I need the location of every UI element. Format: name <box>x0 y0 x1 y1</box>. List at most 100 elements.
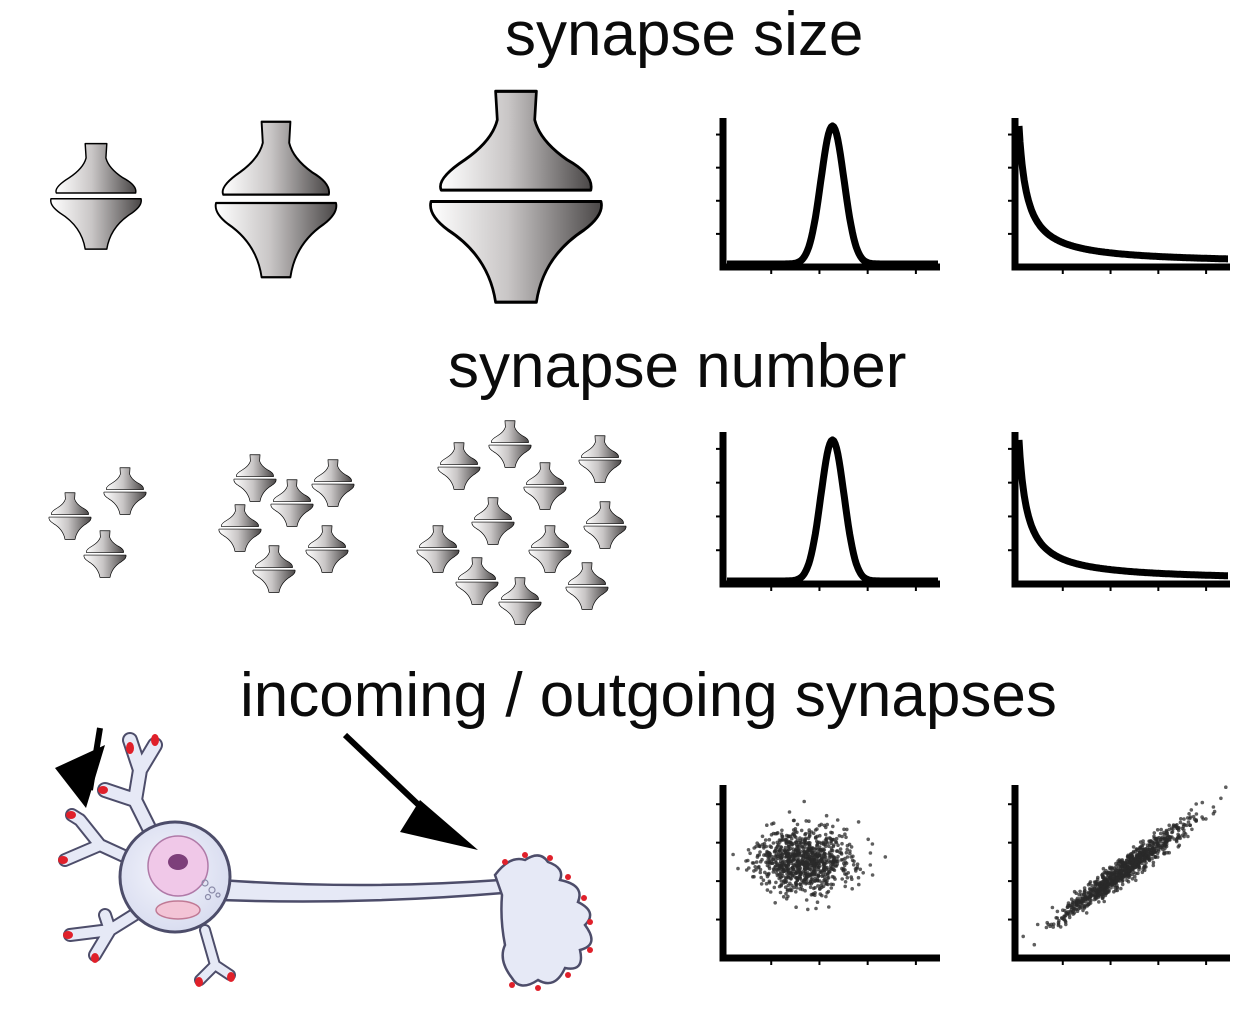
scatter-point <box>1143 865 1147 869</box>
scatter-point <box>846 871 850 875</box>
scatter-point <box>840 841 844 846</box>
synapse-icon <box>218 504 262 552</box>
scatter-point <box>775 831 779 836</box>
scatter-point <box>814 846 818 850</box>
scatter-point <box>1102 899 1106 904</box>
scatter-point <box>759 882 764 886</box>
scatter-point <box>1094 897 1098 901</box>
scatter-point <box>810 869 814 873</box>
scatter-point <box>843 872 847 876</box>
scatter-point <box>808 844 812 848</box>
scatter-point <box>1071 912 1075 916</box>
scatter-point <box>1141 842 1146 846</box>
scatter-point <box>821 884 826 888</box>
scatter-point <box>1056 920 1061 925</box>
scatter-point <box>1072 889 1077 894</box>
scatter-point <box>1162 851 1166 856</box>
synapse-icon <box>583 501 627 549</box>
scatter-point <box>764 860 768 865</box>
scatter-point <box>1168 835 1172 839</box>
scatter-point <box>808 885 813 890</box>
scatter-point <box>832 858 837 863</box>
scatter-point <box>1155 828 1160 832</box>
scatter-point <box>815 877 820 881</box>
scatter-point <box>1105 871 1109 875</box>
scatter-point <box>850 877 854 881</box>
scatter-point <box>756 865 761 870</box>
scatter-point <box>765 863 770 868</box>
synapse-number-illustration <box>48 420 627 625</box>
scatter-point <box>817 823 822 828</box>
scatter-point <box>815 900 820 904</box>
scatter-point <box>1035 922 1040 927</box>
scatter-point <box>1087 902 1091 906</box>
scatter-point <box>1178 820 1183 825</box>
scatter-point <box>1163 842 1167 847</box>
scatter-point <box>795 822 800 827</box>
scatter-point <box>818 863 822 868</box>
synapse-icon <box>523 462 567 510</box>
incoming-outgoing-heading: incoming / outgoing synapses <box>240 661 1057 730</box>
scatter-point <box>774 858 778 862</box>
scatter-point <box>843 880 848 884</box>
scatter-point <box>856 820 861 824</box>
scatter-point <box>1180 833 1185 838</box>
scatter-point <box>771 841 776 845</box>
scatter-point <box>766 854 770 859</box>
scatter-point <box>1131 858 1135 863</box>
scatter-point <box>845 827 849 832</box>
scatter-point <box>840 877 844 881</box>
scatter-point <box>1126 874 1130 879</box>
scatter-point <box>798 838 803 843</box>
scatter-point <box>1170 830 1174 835</box>
scatter-point <box>760 834 765 839</box>
scatter-point <box>839 858 844 862</box>
scatter-point <box>794 843 799 847</box>
scatter-point <box>780 861 784 865</box>
scatter-point <box>857 882 861 887</box>
scatter-point <box>1063 913 1068 918</box>
scatter-point <box>794 882 799 886</box>
scatter-point <box>824 813 829 818</box>
scatter-point <box>826 868 830 872</box>
scatter-point <box>1138 853 1142 857</box>
synapse-size-illustration <box>49 89 604 304</box>
scatter-point <box>1212 809 1217 814</box>
scatter-point <box>819 883 823 888</box>
scatter-point <box>1152 842 1156 846</box>
scatter-point <box>1183 832 1188 836</box>
scatter-point <box>826 876 831 880</box>
scatter-point <box>845 855 850 859</box>
synapse-icon <box>252 545 296 593</box>
scatter-point <box>771 821 776 825</box>
scatter-point <box>1186 834 1190 839</box>
scatter-point <box>828 836 833 841</box>
scatter-point <box>852 859 856 864</box>
scatter-point <box>769 833 774 837</box>
scatter-point <box>823 838 828 842</box>
synapse-icon <box>488 420 532 468</box>
scatter-point <box>823 832 828 837</box>
scatter-point <box>795 886 799 890</box>
scatter-point <box>767 879 772 884</box>
scatter-point <box>1140 870 1145 875</box>
scatter-point <box>1152 831 1157 835</box>
scatter-point <box>809 877 814 882</box>
synapse-icon <box>416 525 460 573</box>
scatter-point <box>804 898 809 902</box>
scatter-point <box>784 841 789 845</box>
scatter-point <box>856 875 861 880</box>
scatter-point <box>802 841 807 845</box>
scatter-point <box>1136 865 1140 869</box>
scatter-point <box>1100 896 1105 901</box>
scatter-point <box>1109 866 1113 871</box>
scatter-point <box>1084 899 1088 904</box>
scatter-point <box>828 850 832 855</box>
scatter-point <box>1087 887 1092 891</box>
scatter-point <box>746 858 750 863</box>
scatter-point <box>1061 917 1066 921</box>
scatter-point <box>833 877 837 881</box>
scatter-point <box>794 835 798 840</box>
scatter-point <box>796 849 800 853</box>
scatter-point <box>764 881 769 886</box>
